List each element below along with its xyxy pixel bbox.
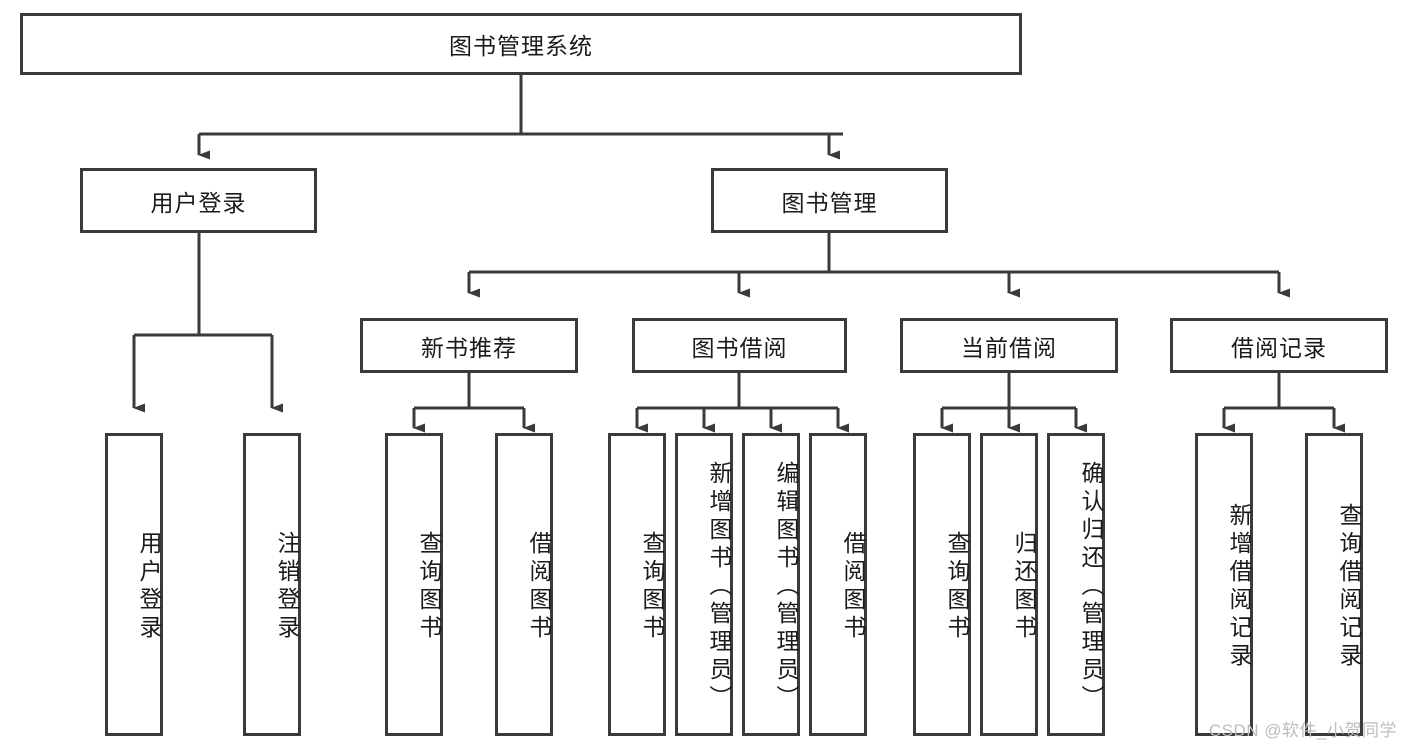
node-current-borrow[interactable]: 当前借阅: [900, 318, 1118, 373]
leaf-label: 归还图书: [1011, 530, 1037, 643]
leaf-label: 查询图书: [944, 530, 970, 643]
node-book-borrow[interactable]: 图书借阅: [632, 318, 847, 373]
leaf-book-borrow-borrow[interactable]: 借阅图书: [809, 433, 867, 736]
node-root-label: 图书管理系统: [449, 33, 593, 59]
leaf-current-borrow-confirm[interactable]: 确认归还（管理员）: [1047, 433, 1105, 736]
leaf-book-borrow-edit[interactable]: 编辑图书（管理员）: [742, 433, 800, 736]
leaf-label: 查询图书: [639, 530, 665, 643]
leaf-label: 查询借阅记录: [1336, 502, 1362, 671]
leaf-book-borrow-add[interactable]: 新增图书（管理员）: [675, 433, 733, 736]
leaf-user-login-logout[interactable]: 注销登录: [243, 433, 301, 736]
node-user-login[interactable]: 用户登录: [80, 168, 317, 233]
leaf-new-book-borrow[interactable]: 借阅图书: [495, 433, 553, 736]
leaf-label: 确认归还（管理员）: [1078, 460, 1104, 713]
leaf-current-borrow-return[interactable]: 归还图书: [980, 433, 1038, 736]
node-book-management[interactable]: 图书管理: [711, 168, 948, 233]
leaf-label: 用户登录: [136, 530, 162, 643]
leaf-label: 注销登录: [274, 530, 300, 643]
watermark-text: CSDN @软件_小贺同学: [1208, 721, 1397, 740]
node-new-book-recommend[interactable]: 新书推荐: [360, 318, 578, 373]
leaf-label: 新增借阅记录: [1226, 502, 1252, 671]
leaf-current-borrow-query[interactable]: 查询图书: [913, 433, 971, 736]
node-borrow-record-label: 借阅记录: [1231, 334, 1327, 361]
node-root[interactable]: 图书管理系统: [20, 13, 1022, 75]
leaf-label: 借阅图书: [840, 530, 866, 643]
node-new-book-recommend-label: 新书推荐: [421, 334, 517, 361]
leaf-borrow-record-add[interactable]: 新增借阅记录: [1195, 433, 1253, 736]
leaf-book-borrow-query[interactable]: 查询图书: [608, 433, 666, 736]
leaf-borrow-record-query[interactable]: 查询借阅记录: [1305, 433, 1363, 736]
node-user-login-label: 用户登录: [150, 189, 247, 216]
leaf-label: 新增图书（管理员）: [706, 460, 732, 713]
leaf-label: 编辑图书（管理员）: [773, 460, 799, 713]
leaf-user-login-login[interactable]: 用户登录: [105, 433, 163, 736]
node-current-borrow-label: 当前借阅: [961, 334, 1057, 361]
node-book-management-label: 图书管理: [781, 189, 878, 216]
leaf-new-book-query[interactable]: 查询图书: [385, 433, 443, 736]
leaf-label: 查询图书: [416, 530, 442, 643]
node-book-borrow-label: 图书借阅: [691, 334, 788, 361]
node-borrow-record[interactable]: 借阅记录: [1170, 318, 1388, 373]
leaf-label: 借阅图书: [526, 530, 552, 643]
